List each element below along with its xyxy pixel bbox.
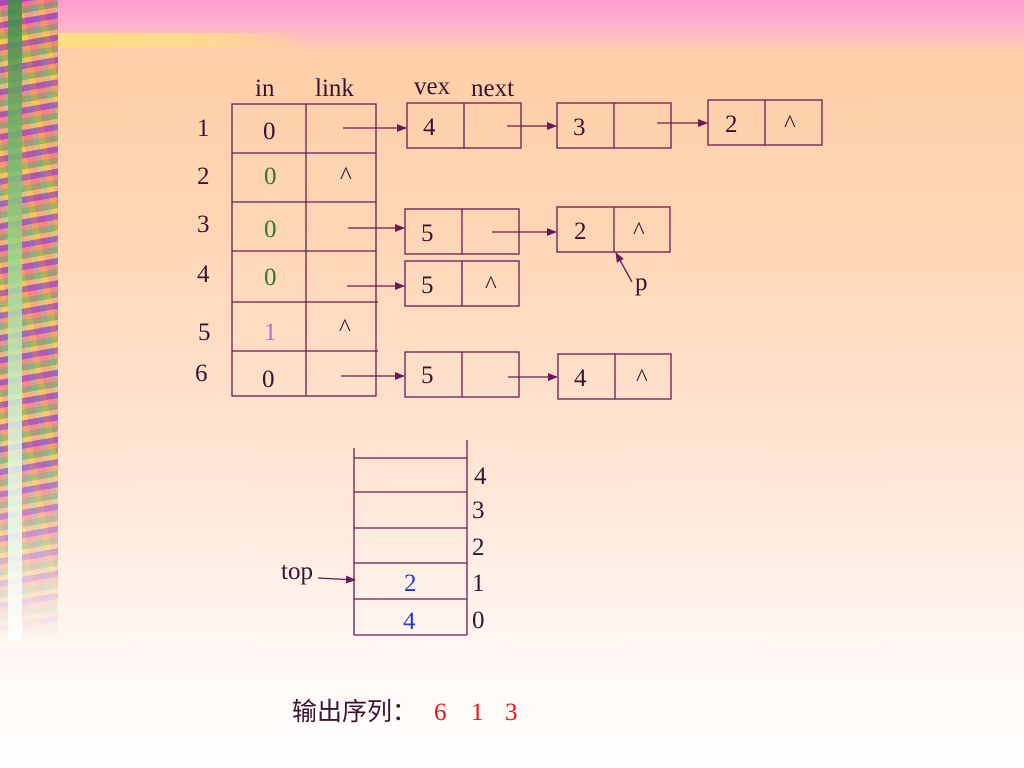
row-index: 2 [197, 163, 210, 190]
header-in: in [255, 75, 275, 102]
row-index: 5 [198, 319, 211, 346]
node-vex: 3 [573, 114, 586, 141]
stack-index: 1 [472, 570, 485, 597]
node-next: ^ [636, 365, 648, 392]
in-degree-value: 0 [264, 264, 277, 291]
stack-cell: 4 [403, 608, 416, 635]
header-link: link [315, 75, 354, 102]
stack-index: 0 [472, 607, 485, 634]
stack-index: 3 [472, 497, 485, 524]
in-degree-value: 0 [264, 216, 277, 243]
node-vex: 5 [421, 220, 434, 247]
node-vex: 4 [423, 114, 436, 141]
head-table-frame [231, 103, 377, 397]
in-degree-value: 0 [263, 118, 276, 145]
title-accent-bar [0, 33, 298, 48]
stack-index: 2 [472, 534, 485, 561]
output-label: 输出序列： [292, 699, 418, 726]
node-next: ^ [485, 272, 497, 299]
node-vex: 2 [574, 218, 587, 245]
link-null: ^ [339, 315, 351, 342]
output-value: 6 [434, 699, 447, 726]
link-null: ^ [340, 163, 352, 190]
in-degree-value: 1 [264, 319, 277, 346]
stack-cell: 2 [404, 570, 417, 597]
top-arrow [317, 575, 356, 584]
header-vex: vex [414, 73, 451, 100]
row-index: 6 [195, 360, 208, 387]
row-index: 3 [197, 211, 210, 238]
node-next: ^ [784, 111, 796, 138]
decorative-side-stripe [8, 0, 22, 640]
in-degree-value: 0 [262, 366, 275, 393]
stack-index: 4 [474, 463, 487, 490]
node-vex: 5 [421, 362, 434, 389]
output-value: 3 [505, 699, 518, 726]
header-next: next [471, 75, 515, 102]
node-vex: 2 [725, 111, 738, 138]
node-vex: 4 [574, 365, 587, 392]
pointer-p-arrow [615, 252, 633, 283]
node-vex: 5 [421, 272, 434, 299]
node-next: ^ [633, 218, 645, 245]
row-index: 4 [197, 261, 210, 288]
in-degree-value: 0 [264, 163, 277, 190]
row-index: 1 [197, 115, 210, 142]
pointer-label: p [635, 269, 648, 296]
output-value: 1 [471, 699, 484, 726]
stack-top-label: top [281, 558, 313, 585]
